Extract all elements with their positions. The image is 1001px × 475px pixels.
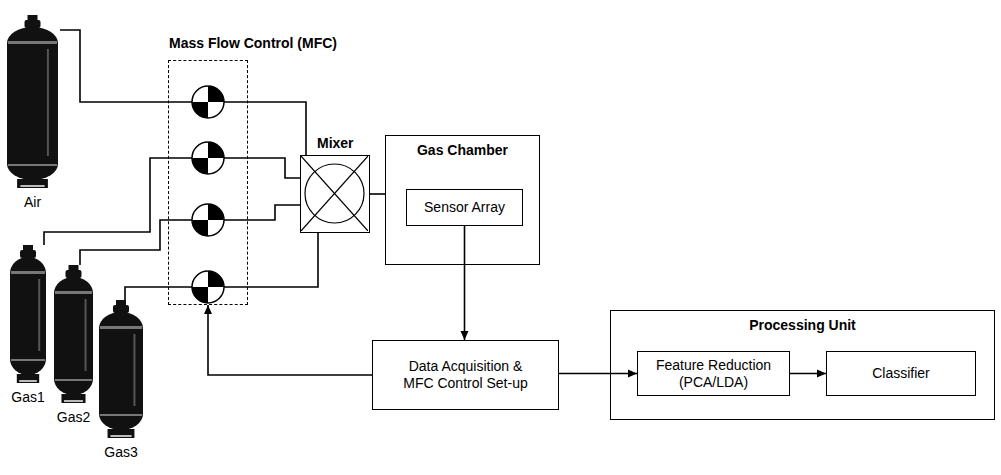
mixer-symbol [301,156,368,231]
cylinder-illustration [52,265,95,405]
arrow-connector [790,373,826,375]
mfc-valve [192,142,224,174]
mfc-group: Mass Flow Control (MFC) [168,60,248,305]
box-text: Data Acquisition & MFC Control Set-up [395,358,536,392]
box-text: Classifier [872,365,930,382]
cylinder-label: Air [24,194,41,211]
gas-chamber: Gas ChamberSensor Array [385,135,540,265]
gas-cylinder: Gas1 [8,245,48,407]
gas-cylinder: Gas3 [97,300,145,462]
cylinder-illustration [8,245,48,385]
mfc-valve [192,204,224,236]
arrow-connector [559,373,637,375]
arrow-connector [208,305,372,375]
process-box: Classifier [826,351,976,396]
gas-line [44,158,300,245]
processing-unit: Processing UnitFeature Reduction (PCA/LD… [610,310,995,420]
cylinder-label: Gas1 [11,389,44,406]
arrow-connector [464,226,466,340]
gas-line [370,193,385,195]
cylinder-illustration [97,300,145,440]
cylinder-label: Gas2 [57,409,90,426]
mixer-box: Mixer [300,155,370,233]
box-text: Feature Reduction (PCA/LDA) [648,357,779,391]
process-box: Data Acquisition & MFC Control Set-up [372,340,559,410]
group-title: Mass Flow Control (MFC) [169,35,337,52]
box-text: Sensor Array [424,199,505,216]
gas-cylinder: Gas2 [52,265,95,427]
cylinder-label: Gas3 [104,444,137,461]
mixer-title: Mixer [317,135,354,152]
group-title: Processing Unit [611,317,994,334]
gas-cylinder: Air [5,15,60,212]
sensor-array-box: Sensor Array [406,189,523,226]
mfc-valve [192,86,224,118]
cylinder-illustration [5,15,60,190]
process-box: Feature Reduction (PCA/LDA) [637,351,790,396]
mfc-valve [192,271,224,303]
gas-line [80,205,300,265]
group-title: Gas Chamber [386,142,539,159]
